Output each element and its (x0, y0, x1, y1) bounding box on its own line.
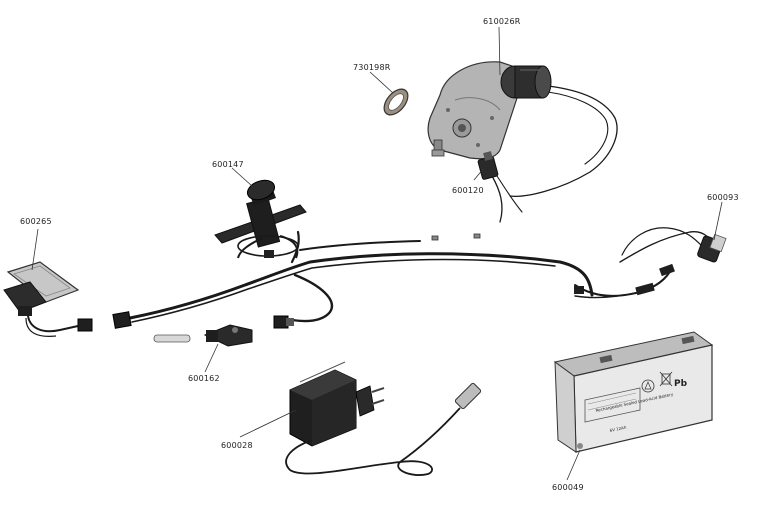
pb-label: Pb (674, 379, 688, 389)
leader-lines (31, 26, 723, 481)
selector-switch-600147 (214, 179, 307, 259)
charger-600028 (285, 361, 482, 476)
part-number-600028: 600028 (221, 441, 253, 450)
crossed-bin-icon (659, 371, 673, 387)
fuse-holder-600093 (574, 233, 727, 296)
part-number-730198R: 730198R (353, 63, 391, 72)
part-number-600147: 600147 (212, 160, 244, 169)
screws (431, 233, 481, 241)
gear-ring-730198R (383, 88, 409, 116)
wiring-harness (128, 227, 715, 323)
part-number-600049: 600049 (552, 483, 584, 492)
motor-gearbox-610026R (427, 61, 552, 160)
part-number-600120: 600120 (452, 186, 484, 195)
battery-600049: Rechargeable Sealed Lead-Acid Battery 6V… (553, 331, 714, 453)
connector-600120 (477, 151, 499, 180)
foot-pedal-600265 (3, 261, 93, 337)
part-number-600093: 600093 (707, 193, 739, 202)
harness-connector-left (112, 311, 132, 329)
motor-wires (491, 85, 618, 223)
part-number-600265: 600265 (20, 217, 52, 226)
battery-spec-text: 6V 12Ah (609, 424, 627, 433)
recycle-icon (641, 379, 655, 393)
part-number-600162: 600162 (188, 374, 220, 383)
part-number-610026R: 610026R (483, 17, 521, 26)
switch-600162 (153, 315, 294, 347)
